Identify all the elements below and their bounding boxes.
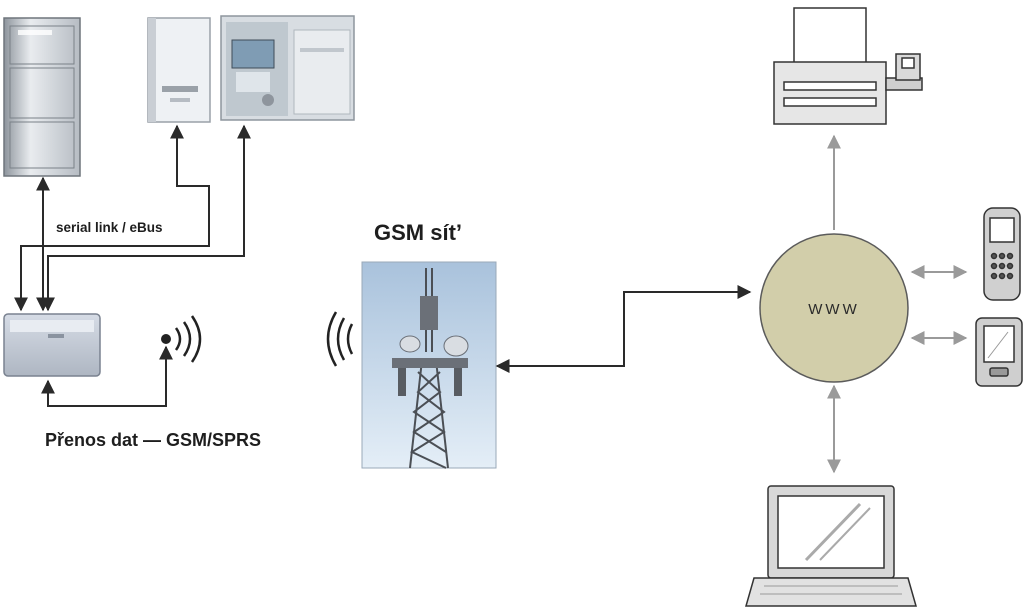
boiler-control-panel-icon bbox=[220, 15, 355, 121]
eBus-connections bbox=[14, 124, 251, 407]
www-device-links bbox=[827, 134, 968, 474]
gsm-network-title: GSM sít’ bbox=[374, 220, 462, 245]
www-label: WWW bbox=[808, 301, 859, 318]
gateway-module-icon bbox=[3, 313, 101, 377]
transfer-label: Přenos dat — GSM/SPRS bbox=[45, 430, 261, 450]
tower-www-link bbox=[495, 285, 752, 373]
floor-boiler-icon bbox=[3, 17, 81, 177]
link-label: serial link / eBus bbox=[56, 220, 163, 235]
pda-icon bbox=[975, 317, 1023, 387]
wall-boiler-icon bbox=[147, 17, 211, 123]
antenna-signal-icon bbox=[161, 315, 202, 363]
www-globe-icon bbox=[759, 233, 909, 383]
mobile-phone-icon bbox=[983, 207, 1021, 301]
gsm-tower-icon bbox=[361, 261, 497, 469]
fax-printer-icon bbox=[773, 7, 923, 125]
laptop-icon bbox=[745, 485, 917, 607]
tower-signal-icon bbox=[326, 311, 354, 367]
